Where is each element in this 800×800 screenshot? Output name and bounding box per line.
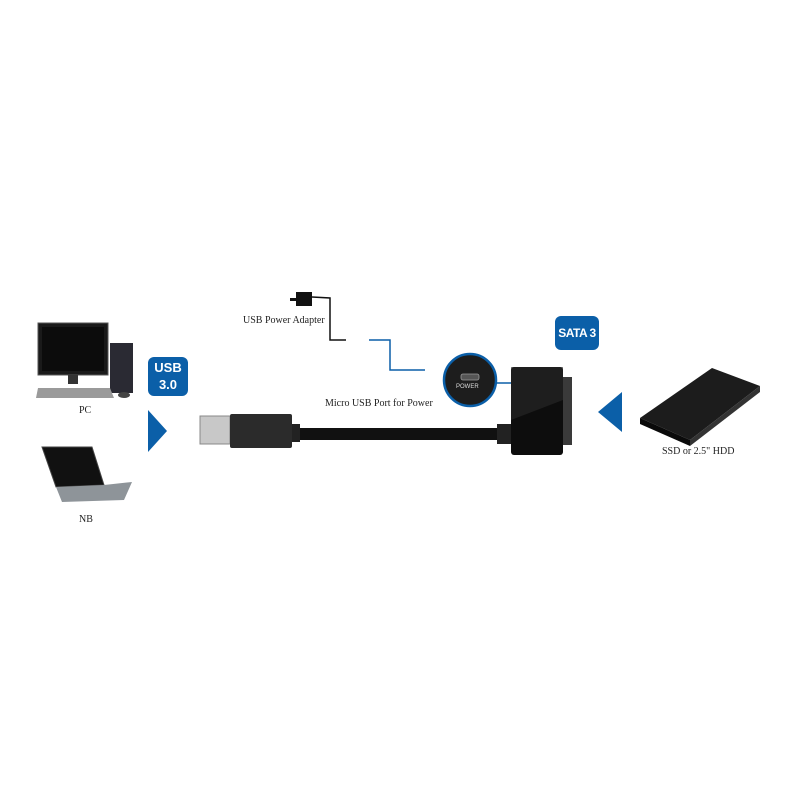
sata-3-badge: SATA 3: [555, 316, 599, 350]
laptop-icon: [41, 446, 132, 502]
connector-line: [369, 339, 425, 371]
drive-label: SSD or 2.5" HDD: [662, 446, 735, 457]
sata-adapter: [511, 367, 572, 455]
arrow-left-icon: [598, 392, 622, 432]
usb-badge-line1: USB: [154, 360, 182, 375]
ssd-icon: [640, 368, 760, 446]
nb-label: NB: [79, 514, 93, 525]
power-adapter-label: USB Power Adapter: [243, 315, 325, 326]
usb-badge-line2: 3.0: [158, 377, 178, 392]
micro-usb-port-magnifier: [442, 352, 498, 408]
power-adapter-icon: [290, 292, 346, 341]
power-port-label: POWER: [456, 384, 479, 390]
pc-label: PC: [79, 405, 92, 416]
usb-cable: [199, 414, 511, 448]
arrow-right-icon: [148, 410, 167, 452]
micro-usb-port-label: Micro USB Port for Power: [325, 398, 433, 409]
pc-icon: [36, 322, 133, 398]
usb-3-badge: USB 3.0: [148, 357, 188, 396]
